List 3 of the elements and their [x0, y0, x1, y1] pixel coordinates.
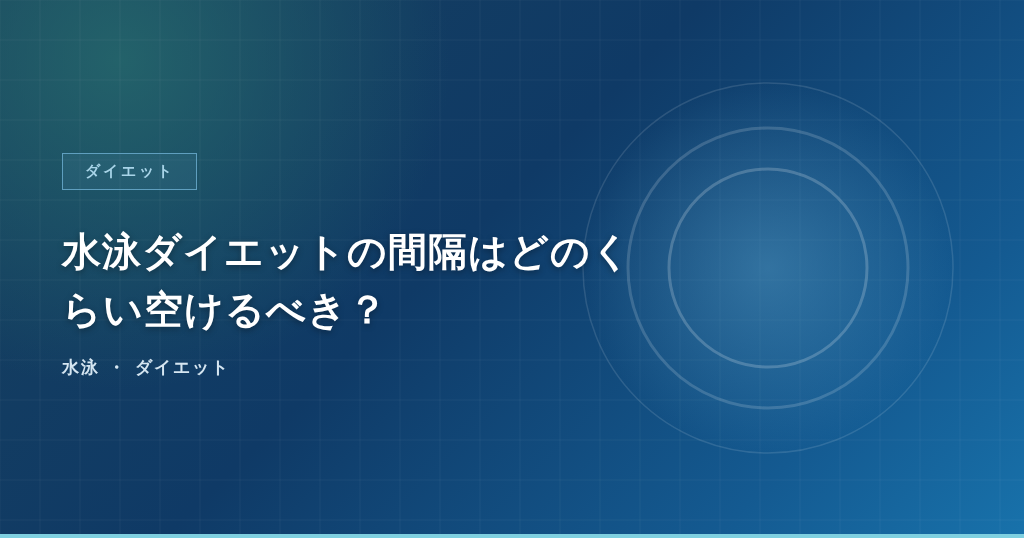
category-list: 水泳 ・ ダイエット: [62, 356, 230, 379]
category-tag: ダイエット: [62, 153, 197, 190]
headline: 水泳ダイエットの間隔はどのくらい空けるべき？: [62, 227, 632, 334]
